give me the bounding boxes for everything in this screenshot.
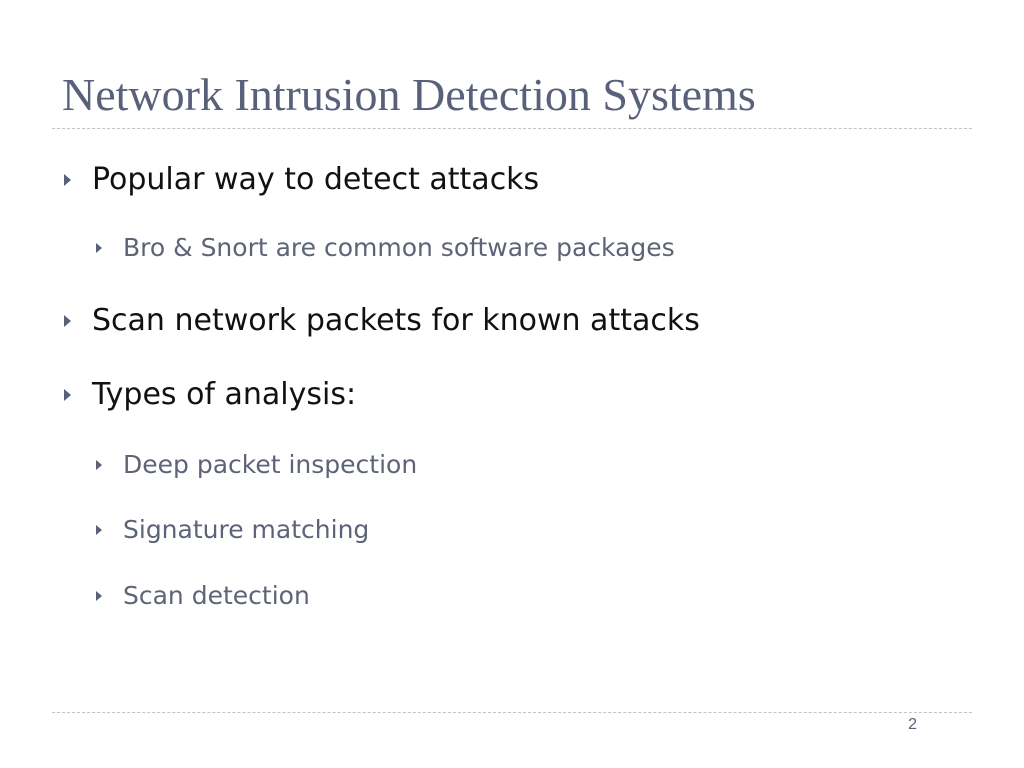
triangle-right-icon: [64, 173, 71, 186]
title-divider: [52, 128, 972, 129]
sub-bullet-text: Bro & Snort are common software packages: [123, 233, 675, 262]
bullet-text: Scan network packets for known attacks: [92, 303, 700, 338]
sub-bullet-text: Deep packet inspection: [123, 450, 418, 479]
triangle-right-icon: [96, 242, 102, 253]
triangle-right-icon: [64, 388, 71, 401]
bullet-item: Scan network packets for known attacks: [64, 303, 700, 338]
bullet-text: Types of analysis:: [92, 377, 357, 412]
bullet-item: Popular way to detect attacks: [64, 162, 539, 197]
sub-bullet-text: Scan detection: [123, 581, 310, 610]
page-number: 2: [908, 716, 917, 733]
sub-bullet-item: Bro & Snort are common software packages: [96, 233, 675, 262]
triangle-right-icon: [96, 459, 102, 470]
bullet-item: Types of analysis:: [64, 377, 356, 412]
triangle-right-icon: [96, 524, 102, 535]
sub-bullet-item: Deep packet inspection: [96, 450, 417, 479]
sub-bullet-item: Scan detection: [96, 581, 310, 610]
slide-title: Network Intrusion Detection Systems: [62, 69, 756, 120]
triangle-right-icon: [64, 314, 71, 327]
bullet-text: Popular way to detect attacks: [92, 162, 540, 197]
sub-bullet-item: Signature matching: [96, 515, 369, 544]
sub-bullet-text: Signature matching: [123, 515, 370, 544]
triangle-right-icon: [96, 590, 102, 601]
footer-divider: [52, 712, 972, 713]
